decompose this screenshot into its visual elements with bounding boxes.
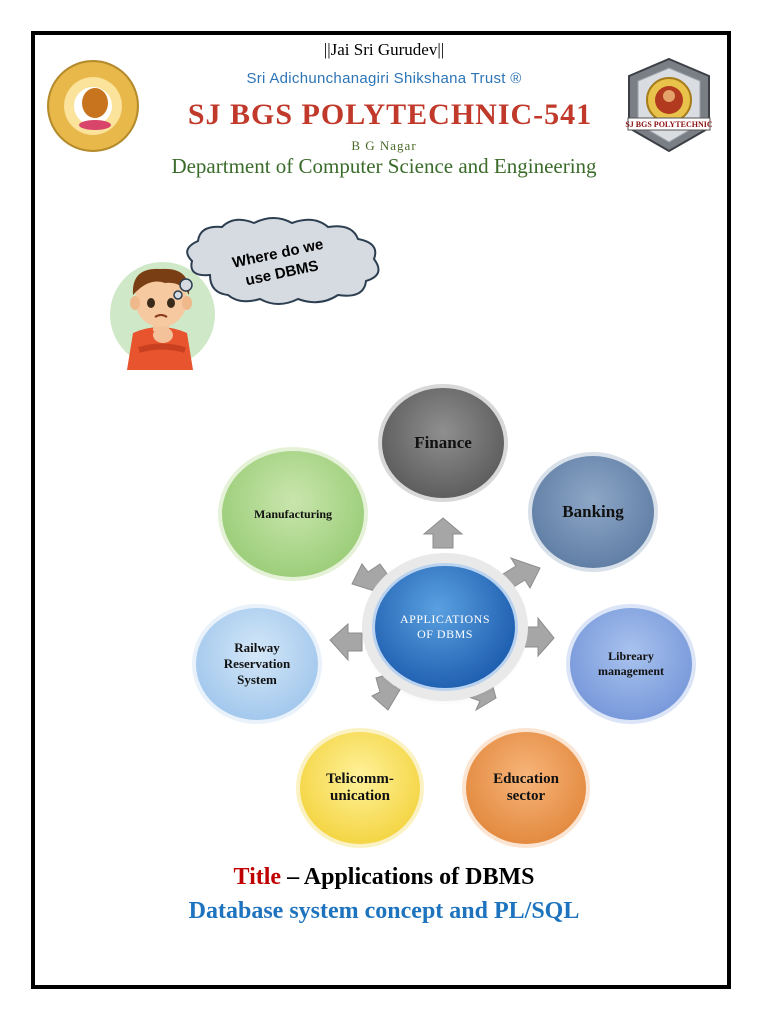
node-telecommunication: Telicomm- unication [296, 728, 424, 848]
node-railway-reservation: Railway Reservation System [192, 604, 322, 724]
arrow-up-right-icon [502, 557, 541, 590]
railway-line-2: Reservation [223, 656, 291, 671]
trust-logo-left [47, 60, 139, 152]
node-education-sector: Education sector [462, 728, 590, 848]
department-name: Department of Computer Science and Engin… [171, 154, 597, 178]
arrow-left-icon [329, 622, 363, 662]
college-logo-right: SJ BGS POLYTECHNIC [625, 57, 713, 153]
education-line-1: Education [493, 771, 559, 787]
center-line-1: APPLICATIONS [399, 612, 490, 626]
node-finance: Finance [378, 384, 508, 502]
node-library-management: Libreary management [566, 604, 696, 724]
finance-label: Finance [414, 433, 472, 452]
trust-name: Sri Adichunchanagiri Shikshana Trust ® [246, 70, 522, 87]
telecom-line-1: Telicomm- [326, 771, 394, 787]
center-line-2: OF DBMS [417, 627, 473, 641]
arrow-down-left-icon [371, 672, 406, 711]
library-line-2: management [598, 664, 664, 678]
document-title: Title – Applications of DBMS [0, 864, 768, 891]
node-applications-of-dbms: APPLICATIONS OF DBMS [372, 563, 518, 691]
title-text: – Applications of DBMS [281, 864, 535, 890]
manufacturing-label: Manufacturing [254, 506, 332, 521]
document-subtitle: Database system concept and PL/SQL [188, 898, 580, 924]
node-banking: Banking [528, 452, 658, 572]
node-manufacturing: Manufacturing [218, 447, 368, 581]
arrow-up-icon [422, 517, 464, 549]
thinking-boy-icon [127, 268, 193, 370]
speech-bubble [173, 217, 380, 305]
college-name: SJ BGS POLYTECHNIC-541 [187, 98, 593, 131]
place-text: B G Nagar [351, 138, 417, 153]
library-line-1: Libreary [608, 649, 654, 663]
page-border [31, 31, 731, 989]
railway-line-1: Railway [234, 640, 280, 655]
right-logo-text: SJ BGS POLYTECHNIC [625, 120, 713, 129]
railway-line-3: System [237, 672, 277, 687]
diagram-arrows [329, 517, 555, 712]
arrow-right-icon [523, 616, 555, 658]
invocation-text: ||Jai Sri Gurudev|| [323, 40, 445, 59]
telecom-line-2: unication [329, 788, 390, 804]
education-line-2: sector [506, 788, 546, 804]
title-label: Title [233, 864, 282, 890]
banking-label: Banking [562, 502, 624, 521]
